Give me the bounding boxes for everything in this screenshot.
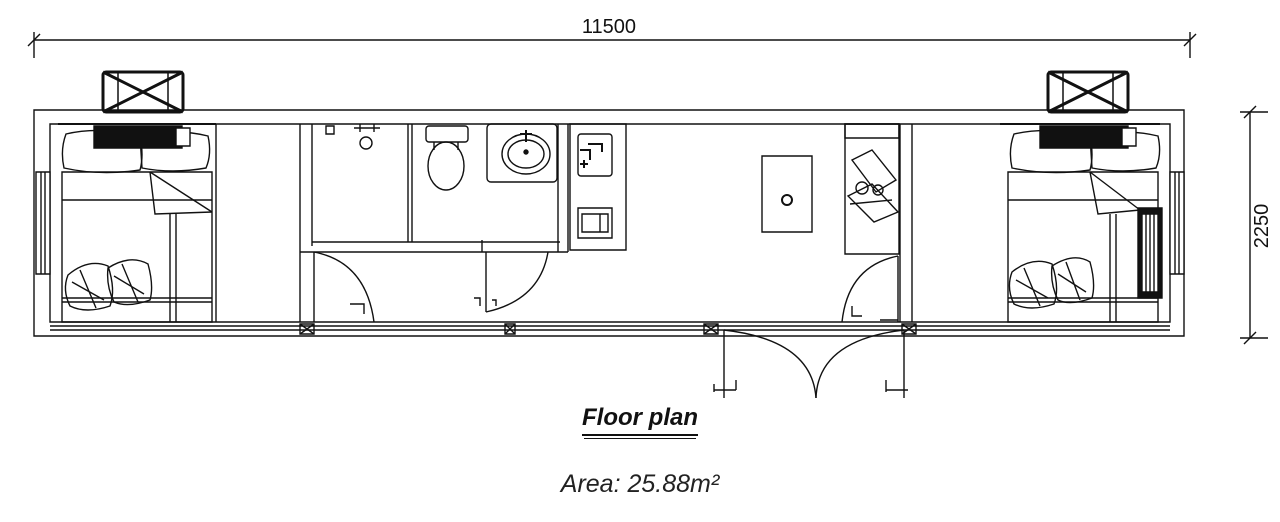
window-icon: [1170, 172, 1184, 274]
width-label: 2250: [1251, 204, 1273, 249]
plan-title-wrapper: Floor plan: [0, 404, 1280, 436]
door-swing-icon: [842, 256, 898, 322]
faucet-icon: [580, 144, 602, 168]
window-icon: [36, 172, 50, 274]
door-swing-icon: [474, 240, 548, 312]
entrance-double-door: [300, 324, 916, 398]
right-bedroom: [1000, 124, 1162, 322]
length-dimension: 11500: [28, 16, 1196, 58]
pillow-icon: [1009, 258, 1093, 308]
bed-icon: [1008, 172, 1158, 322]
left-bedroom: [58, 124, 216, 322]
kitchen-cabinet-icon: [570, 124, 626, 250]
length-label: 11500: [582, 16, 636, 38]
armchair-icon: [845, 124, 899, 254]
width-dimension: 2250: [1240, 106, 1273, 344]
door-swing-icon: [714, 330, 816, 398]
shower-icon: [326, 124, 380, 149]
air-conditioner-icon: [103, 72, 183, 112]
sink-icon: [487, 124, 557, 182]
living-area: [762, 124, 912, 322]
air-conditioner-icon: [1048, 72, 1128, 112]
table-icon: [762, 156, 812, 232]
bathroom: [300, 124, 568, 322]
heater-icon: [1138, 208, 1162, 298]
area-label: Area: 25.88m²: [560, 470, 720, 498]
plan-title: Floor plan: [582, 404, 698, 436]
air-conditioner-icon: [1000, 124, 1160, 148]
door-swing-icon: [816, 330, 908, 398]
door-swing-icon: [314, 252, 374, 322]
pillow-icon: [65, 260, 151, 310]
toilet-icon: [426, 126, 468, 190]
air-conditioner-icon: [58, 124, 216, 148]
